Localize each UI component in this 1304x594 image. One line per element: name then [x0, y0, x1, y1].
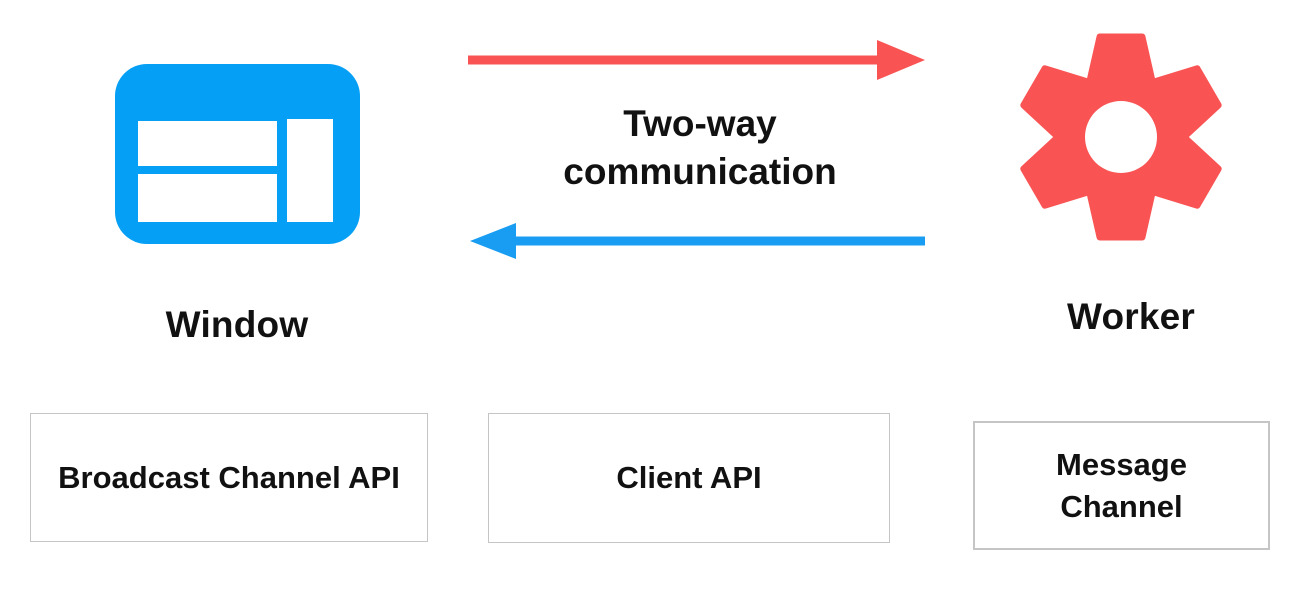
message-channel-label: Message Channel [1056, 446, 1187, 524]
browser-window-icon [115, 64, 360, 244]
broadcast-channel-api-box: Broadcast Channel API [30, 413, 428, 542]
message-channel-box: Message Channel [973, 421, 1270, 550]
broadcast-channel-api-label: Broadcast Channel API [58, 459, 400, 495]
communication-label: Two-way communication [563, 103, 837, 193]
client-api-label: Client API [616, 460, 762, 496]
left-arrow-icon [470, 223, 925, 259]
gear-icon [1020, 33, 1222, 241]
worker-node-label: Worker [1066, 296, 1195, 337]
client-api-box: Client API [488, 413, 890, 543]
right-arrow-icon [468, 40, 925, 80]
window-node-label: Window [165, 304, 309, 345]
